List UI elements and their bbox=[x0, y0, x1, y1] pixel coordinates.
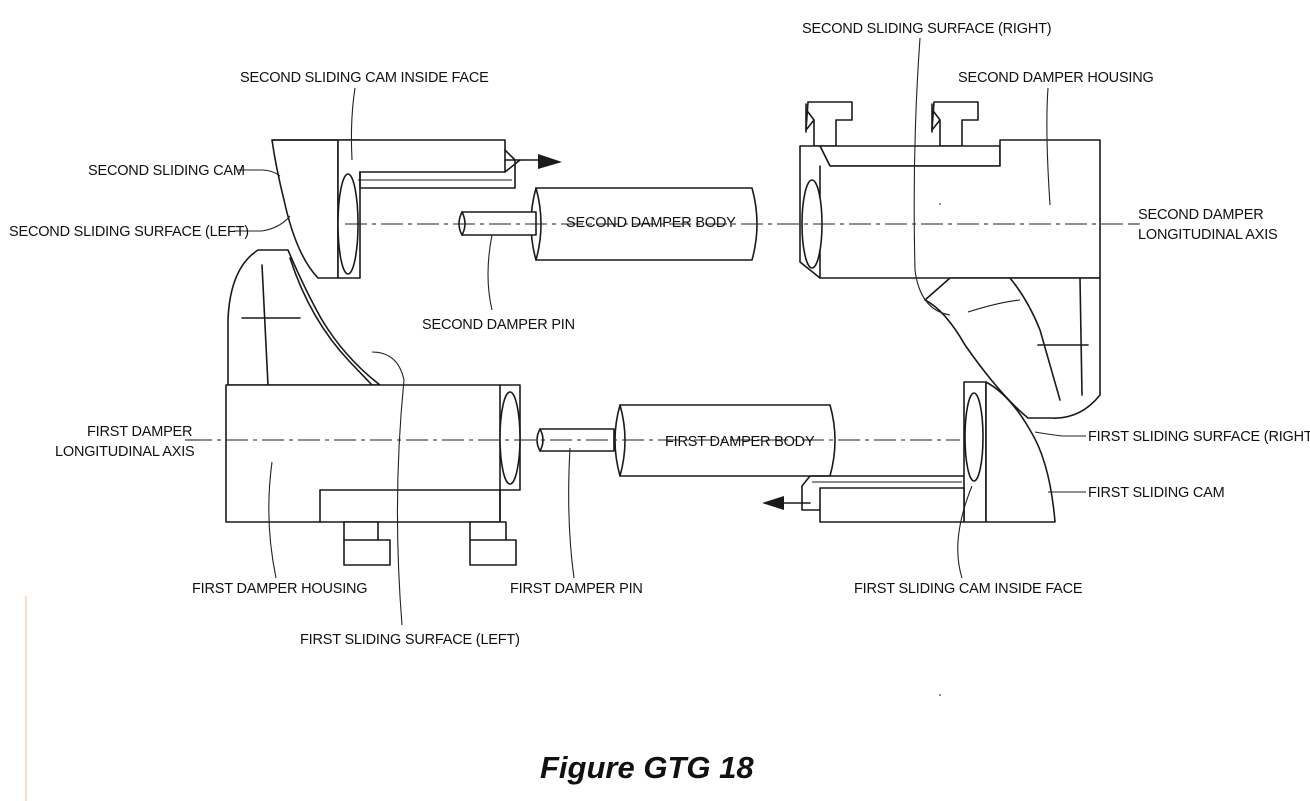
first-sliding-cam bbox=[762, 381, 1056, 523]
label-first-sliding-surface-left: FIRST SLIDING SURFACE (LEFT) bbox=[300, 632, 520, 648]
label-second-damper-axis-1: SECOND DAMPER bbox=[1138, 207, 1264, 223]
label-first-damper-axis-1: FIRST DAMPER bbox=[87, 424, 192, 440]
first-damper-housing bbox=[225, 249, 521, 566]
second-damper-housing bbox=[799, 101, 1101, 419]
label-second-damper-pin: SECOND DAMPER PIN bbox=[422, 317, 575, 333]
label-first-sliding-cam: FIRST SLIDING CAM bbox=[1088, 485, 1225, 501]
label-first-sliding-surface-right: FIRST SLIDING SURFACE (RIGHT) bbox=[1088, 429, 1310, 445]
leader-lines bbox=[185, 37, 1138, 626]
label-first-sliding-cam-inside-face: FIRST SLIDING CAM INSIDE FACE bbox=[854, 581, 1083, 597]
label-second-sliding-cam: SECOND SLIDING CAM bbox=[88, 163, 245, 179]
label-first-damper-housing: FIRST DAMPER HOUSING bbox=[192, 581, 367, 597]
label-second-damper-body: SECOND DAMPER BODY bbox=[566, 215, 736, 231]
motion-arrow-icon bbox=[762, 496, 784, 510]
callout-labels: SECOND SLIDING SURFACE (RIGHT) SECOND SL… bbox=[9, 21, 1310, 648]
label-second-sliding-surface-left: SECOND SLIDING SURFACE (LEFT) bbox=[9, 224, 249, 240]
speck bbox=[939, 694, 941, 696]
label-second-sliding-surface-right: SECOND SLIDING SURFACE (RIGHT) bbox=[802, 21, 1051, 37]
label-second-damper-housing: SECOND DAMPER HOUSING bbox=[958, 70, 1154, 86]
label-second-damper-axis-2: LONGITUDINAL AXIS bbox=[1138, 227, 1278, 243]
figure-caption: Figure GTG 18 bbox=[540, 750, 754, 785]
label-first-damper-axis-2: LONGITUDINAL AXIS bbox=[55, 444, 195, 460]
label-second-sliding-cam-inside-face: SECOND SLIDING CAM INSIDE FACE bbox=[240, 70, 489, 86]
label-first-damper-pin: FIRST DAMPER PIN bbox=[510, 581, 643, 597]
second-sliding-cam bbox=[271, 139, 562, 279]
label-first-damper-body: FIRST DAMPER BODY bbox=[665, 434, 815, 450]
speck bbox=[939, 203, 941, 205]
motion-arrow-icon bbox=[538, 154, 562, 169]
